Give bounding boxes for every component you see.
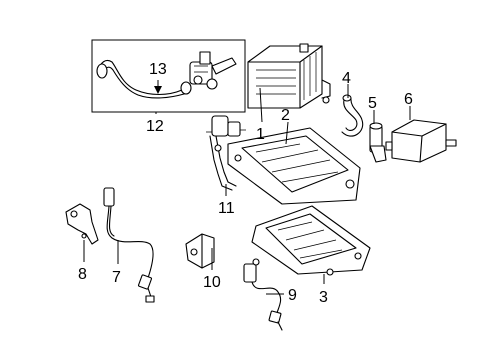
callout-6: 6 bbox=[404, 91, 413, 120]
part-9-o2-sensor bbox=[243, 258, 283, 331]
part-10-bracket bbox=[185, 233, 215, 269]
callout-8: 8 bbox=[78, 240, 87, 283]
part-1-canister bbox=[247, 43, 331, 109]
callout-2: 2 bbox=[281, 107, 290, 145]
callout-7: 7 bbox=[112, 240, 121, 286]
callout-1: 1 bbox=[256, 87, 265, 143]
callout-9: 9 bbox=[266, 287, 297, 304]
callout-2-number: 2 bbox=[281, 107, 290, 124]
part-2-tray bbox=[227, 127, 361, 205]
part-5-fitting bbox=[369, 122, 387, 163]
callout-13-number: 13 bbox=[149, 61, 167, 78]
callout-10: 10 bbox=[203, 248, 221, 291]
part-11-bracket-valve bbox=[206, 115, 246, 191]
part-7-o2-sensor bbox=[103, 187, 155, 303]
callout-11-number: 11 bbox=[218, 200, 235, 217]
callout-12-number: 12 bbox=[146, 118, 164, 135]
callout-5-number: 5 bbox=[368, 95, 377, 112]
hose-13 bbox=[97, 59, 183, 96]
callout-11: 11 bbox=[218, 184, 235, 217]
callout-4: 4 bbox=[342, 70, 351, 98]
callout-4-number: 4 bbox=[342, 70, 351, 87]
callout-3-number: 3 bbox=[319, 289, 328, 306]
callout-10-number: 10 bbox=[203, 274, 221, 291]
callout-3: 3 bbox=[319, 274, 328, 306]
callout-9-number: 9 bbox=[288, 287, 297, 304]
callout-6-number: 6 bbox=[404, 91, 413, 108]
callout-5: 5 bbox=[368, 95, 377, 124]
part-6-filter bbox=[385, 119, 457, 163]
part-4-hose bbox=[341, 94, 364, 137]
purge-valve bbox=[189, 51, 237, 90]
callout-13: 13 bbox=[149, 61, 167, 94]
callout-7-number: 7 bbox=[112, 269, 121, 286]
callout-12: 12 bbox=[146, 112, 164, 135]
callout-8-number: 8 bbox=[78, 266, 87, 283]
part-3-lower-tray bbox=[251, 205, 371, 276]
part-12-inset-box bbox=[91, 39, 246, 113]
callout-1-number: 1 bbox=[256, 126, 265, 143]
part-8-bracket bbox=[65, 203, 99, 245]
